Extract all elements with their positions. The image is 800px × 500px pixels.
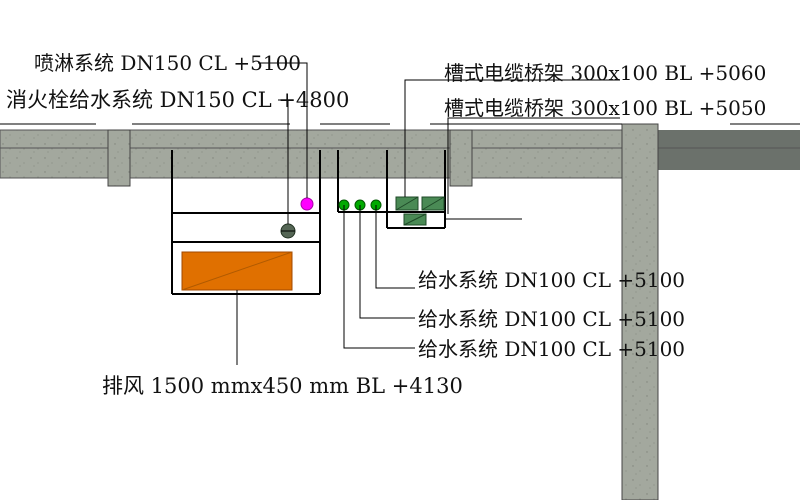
support-frame (171, 150, 388, 295)
concrete-column (621, 123, 659, 500)
water-supply-label-1: 给水系统 DN100 CL +5100 (418, 268, 685, 292)
sprinkler-pipe (300, 197, 314, 211)
leader-lines (236, 62, 620, 365)
exhaust-label: 排风 1500 mmx450 mm BL +4130 (102, 374, 463, 398)
cable-tray-upper (395, 196, 445, 211)
exhaust-duct (181, 251, 293, 291)
water-supply-label-2: 给水系统 DN100 CL +5100 (418, 307, 685, 331)
cable-tray-frame (386, 150, 522, 229)
hydrant-pipe (280, 223, 296, 239)
cable-tray-lower-label: 槽式电缆桥架 300x100 BL +5050 (444, 96, 766, 120)
beam-drop-right (449, 129, 473, 187)
sprinkler-label: 喷淋系统 DN150 CL +5100 (34, 51, 301, 75)
cable-tray-upper-label: 槽式电缆桥架 300x100 BL +5060 (444, 61, 766, 85)
hydrant-label: 消火栓给水系统 DN150 CL +4800 (6, 88, 349, 112)
beam-drop-left (107, 129, 131, 187)
floor-slab (0, 129, 800, 179)
water-supply-label-3: 给水系统 DN100 CL +5100 (418, 337, 685, 361)
cable-tray-lower (403, 213, 427, 226)
